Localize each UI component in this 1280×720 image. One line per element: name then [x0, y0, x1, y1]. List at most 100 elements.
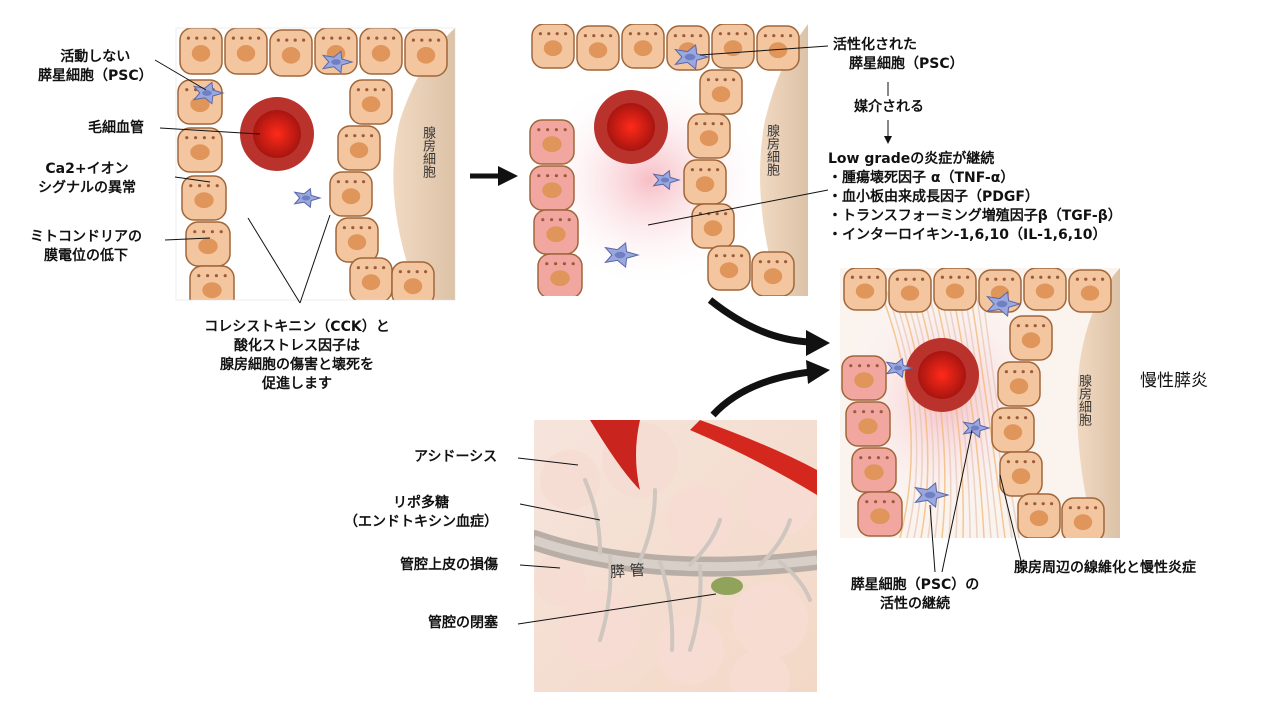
label-inactive-psc: 活動しない膵星細胞（PSC）: [38, 49, 153, 84]
label-mediated: 媒介される: [854, 99, 924, 115]
capillary-c: [905, 338, 979, 412]
acinar-cell: [576, 25, 620, 71]
tissue-blob: [732, 582, 808, 658]
acinar-cell: [756, 25, 800, 71]
acinar-cell: [185, 221, 231, 267]
label-lps: リポ多糖（エンドトキシン血症）: [344, 495, 498, 530]
acinar-cell: [857, 491, 903, 537]
pancreatic-duct: [534, 478, 817, 652]
acinar-cell: [335, 217, 379, 263]
acinar-cell: [1068, 269, 1112, 313]
label-acidosis: アシドーシス: [414, 449, 498, 465]
psc-cell: [914, 482, 950, 508]
acinar-cell: [691, 203, 735, 249]
label-mitochondria: ミトコンドリアの膜電位の低下: [30, 229, 142, 264]
label-inflammation: Low gradeの炎症が継続 ・腫瘍壊死因子 α（TNF-α） ・血小板由来成…: [828, 150, 1122, 245]
acinar-cell: [349, 257, 393, 300]
acinar-cell: [529, 119, 575, 165]
acinar-cells-left-a: [177, 28, 448, 300]
tissue-blob: [560, 590, 640, 670]
capillary-a: [240, 97, 314, 171]
psc-cell: [293, 187, 322, 209]
acinar-cell: [179, 28, 223, 75]
acinar-cell: [1061, 497, 1105, 538]
acinar-cell: [933, 268, 977, 311]
inflammation-item: ・血小板由来成長因子（PDGF）: [828, 189, 1039, 205]
psc-cells-a: [192, 50, 354, 209]
duct-spike: [658, 560, 675, 652]
psc-cell: [604, 242, 640, 268]
acinar-cell: [711, 24, 755, 69]
acinar-cell: [391, 261, 435, 300]
psc-cell: [321, 50, 354, 74]
panel-chronic-pancreatitis: [840, 268, 1120, 538]
duct-spike: [583, 478, 603, 555]
acinar-cell: [337, 125, 381, 171]
acinar-cell: [1017, 493, 1061, 538]
leader-lines: [154, 45, 1023, 625]
acinar-cell: [751, 251, 795, 296]
label-psc-continued: 膵星細胞（PSC）の活性の継続: [850, 577, 980, 612]
inflammation-item: ・腫瘍壊死因子 α（TNF-α）: [828, 170, 1015, 186]
acinar-cell: [683, 159, 727, 205]
inflammation-item: ・インターロイキン-1,6,10（IL-1,6,10）: [828, 227, 1107, 243]
acinar-cell: [181, 175, 227, 221]
acinar-cell: [621, 24, 665, 69]
duct-plug: [711, 577, 743, 595]
label-activated-psc: 活性化された 膵星細胞（PSC）: [833, 37, 964, 72]
acinar-cell: [224, 28, 268, 75]
acinar-cell: [329, 171, 373, 217]
duct-spike: [758, 518, 792, 567]
duct-spike: [688, 518, 722, 567]
psc-cell: [674, 44, 710, 70]
acinar-cell: [845, 401, 891, 447]
label-fibrosis: 腺房周辺の線維化と慢性炎症: [1014, 560, 1196, 576]
acinar-cell: [531, 24, 575, 69]
panel-activated-psc: [528, 24, 808, 296]
panel-normal-acinus: [176, 28, 455, 300]
acinar-cell: [851, 447, 897, 493]
psc-cell: [962, 417, 991, 439]
acinar-cell: [841, 355, 887, 401]
tissue-blob: [730, 650, 790, 692]
inflammation-title: Low gradeの炎症が継続: [828, 151, 995, 167]
acinar-cell: [699, 69, 743, 115]
tissue-blob: [666, 486, 734, 554]
acinar-cell: [991, 407, 1035, 453]
capillary-b: [594, 90, 668, 164]
psc-cell: [652, 169, 681, 191]
label-acinar-c: 腺房細胞: [1076, 374, 1091, 426]
duct-spike: [598, 554, 613, 642]
acinar-cell: [1023, 268, 1067, 311]
panel-duct: [534, 420, 817, 692]
acinar-cell: [687, 113, 731, 159]
label-acinar-b: 腺房細胞: [764, 124, 779, 176]
acinar-cell: [999, 451, 1043, 497]
arrows: [470, 82, 892, 418]
acinar-cell: [404, 29, 448, 77]
tissue-blob: [540, 450, 600, 510]
label-duct-injury: 管腔上皮の損傷: [400, 557, 498, 573]
acinar-cell: [177, 127, 223, 173]
acinar-cell: [888, 269, 932, 313]
label-chronic-pancreatitis: 慢性膵炎: [1140, 371, 1208, 391]
duct-spike: [688, 564, 703, 652]
acinar-cell: [533, 209, 579, 255]
label-duct-block: 管腔の閉塞: [428, 615, 498, 631]
acinar-cell: [1009, 315, 1053, 361]
acinar-cell: [997, 361, 1041, 407]
acinar-cell: [707, 245, 751, 291]
acinar-cell: [843, 268, 887, 311]
label-ca-signal: Ca2+イオンシグナルの異常: [38, 161, 136, 196]
psc-cell: [986, 291, 1022, 317]
duct-spike: [778, 560, 812, 602]
inflammation-item: ・トランスフォーミング増殖因子β（TGF-β）: [828, 208, 1122, 224]
acinar-cell: [349, 79, 393, 125]
acinar-cell: [269, 29, 313, 77]
psc-cell: [885, 357, 914, 379]
label-duct: 膵 管: [609, 560, 646, 582]
acinar-cell: [359, 28, 403, 75]
acinar-cell: [189, 265, 235, 300]
acinar-cell: [537, 253, 583, 296]
